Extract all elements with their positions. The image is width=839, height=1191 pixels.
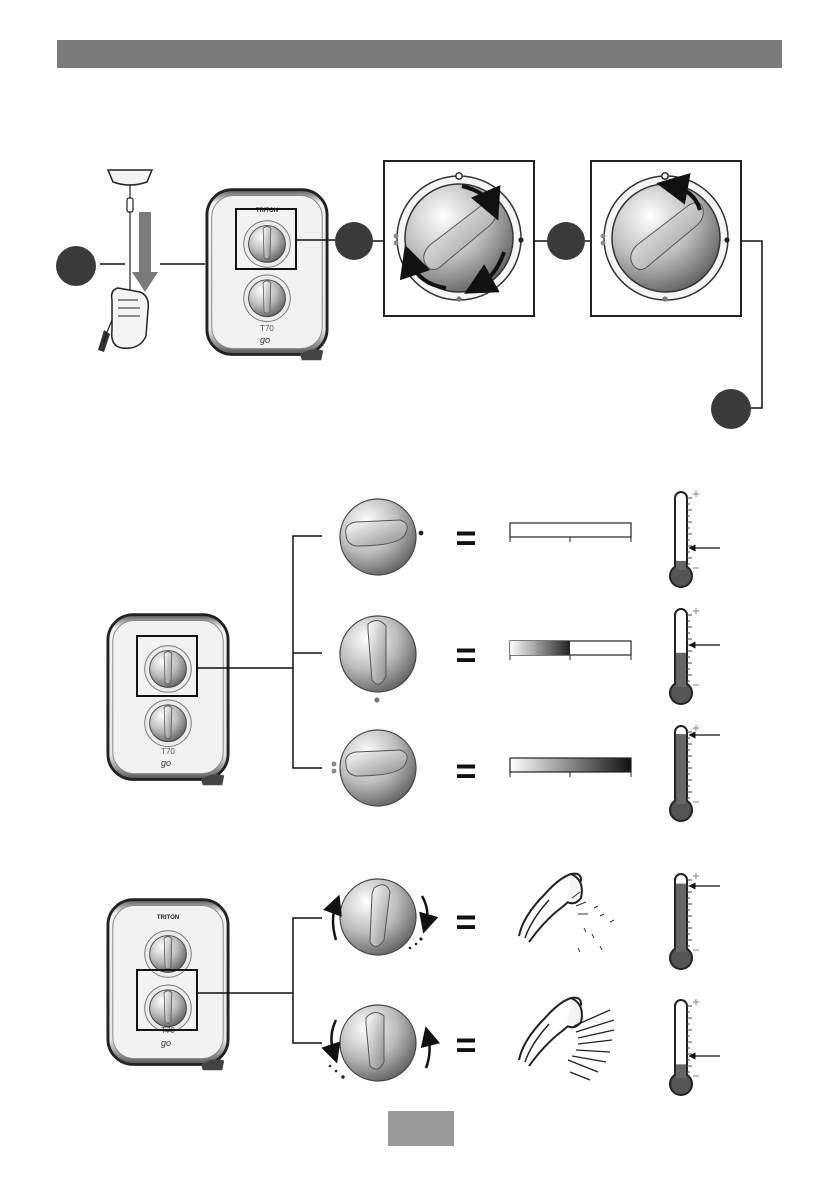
script-label: go [161,1038,171,1048]
equals-sign: = [455,901,476,942]
page-number-tab [388,1111,454,1146]
shower-head-icon [519,874,614,952]
step-marker-1 [56,246,96,286]
power-bar-icon [510,523,631,537]
pull-down-arrow [132,212,158,292]
thermometer-icon [670,725,699,821]
script-label: go [260,335,270,345]
power-bar-icon [510,758,631,772]
shower-head-icon [519,998,614,1080]
temperature-row-medium: = [340,608,720,704]
control-dial-icon [384,161,534,316]
shower-unit-icon: TRITON T70 go [207,190,327,361]
thermometer-icon [670,491,699,587]
shower-unit-icon: T70 go [108,615,228,786]
thermometer-icon [670,608,699,704]
equals-sign: = [455,517,476,558]
script-label: go [161,758,171,768]
brand-label: TRITON [157,915,179,921]
equals-sign: = [455,634,476,675]
temperature-row-high: = [332,725,720,821]
temperature-row-off: = [340,491,720,587]
thermometer-icon [670,999,699,1095]
flow-row-high: = [329,998,720,1095]
step-marker-2 [335,222,373,260]
model-label: T70 [260,324,274,333]
step-marker-3 [547,222,585,260]
thermometer-icon [670,873,699,969]
control-dial-icon [591,161,741,316]
equals-sign: = [455,750,476,791]
model-label: T70 [161,747,175,756]
step-marker-4 [711,389,751,429]
equals-sign: = [455,1024,476,1065]
bracket [293,536,322,768]
shower-unit-icon: TRITON T70 go [108,900,228,1071]
flow-row-low: = [333,873,720,969]
bracket [293,918,322,1043]
